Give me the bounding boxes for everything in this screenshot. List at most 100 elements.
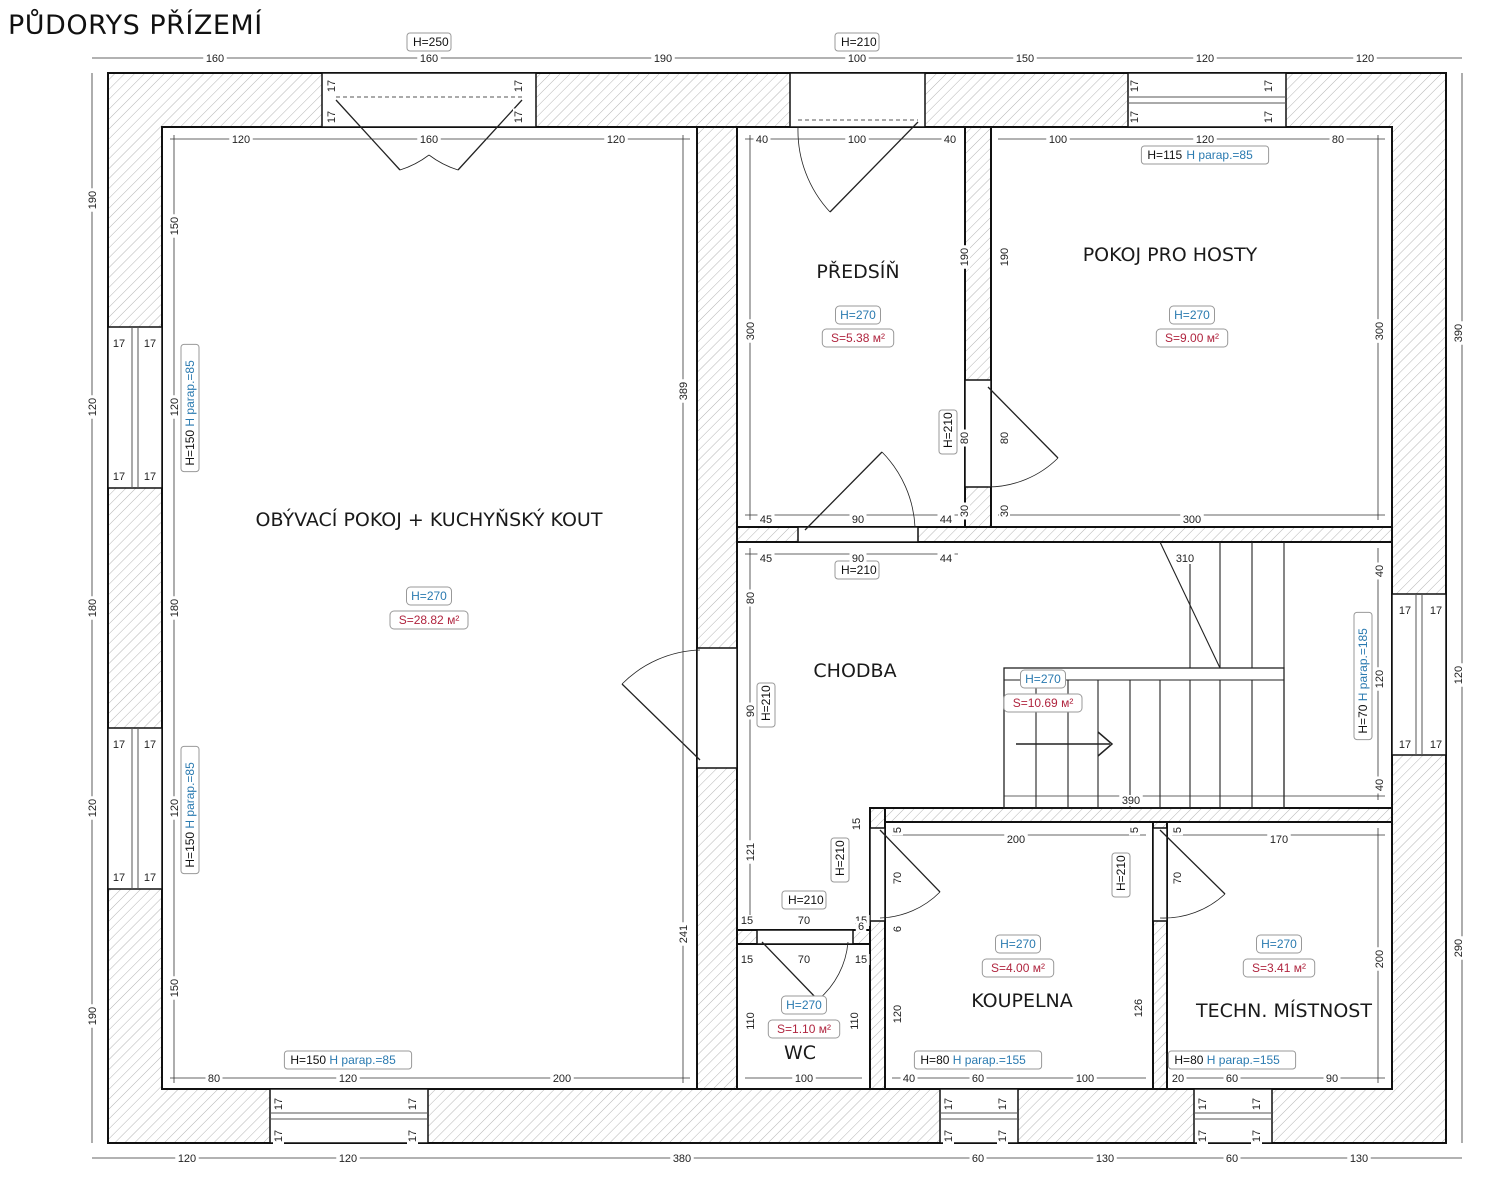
opening-living-top (321, 72, 537, 128)
dimension-value: 80 (1332, 134, 1344, 146)
opening-height: H=210 (833, 840, 847, 876)
dimension-value: 100 (1049, 134, 1067, 146)
room-area-tag: S=1.10 м² (767, 1019, 841, 1039)
dimension-lines (91, 57, 1463, 1159)
opening-height: H=150 (183, 832, 197, 868)
dimension-value: 120 (178, 1153, 196, 1165)
dimension-value: 389 (678, 382, 690, 400)
dimension-value: 20 (1172, 1073, 1184, 1085)
room-area-tag: S=3.41 м² (1242, 958, 1316, 978)
opening-tag: H=70H parap.=185 (1353, 611, 1373, 741)
dimension-value: 17 (144, 471, 156, 483)
dimension-value: 5 (1172, 827, 1184, 833)
dimension-value: 90 (745, 705, 757, 717)
dimension-value: 180 (87, 599, 99, 617)
dimension-value: 40 (1374, 779, 1386, 791)
opening-tag: H=210 (834, 32, 880, 52)
dimension-value: 15 (851, 818, 863, 830)
opening-height: H=210 (941, 412, 955, 448)
dimension-value: 150 (169, 979, 181, 997)
dimension-value: 17 (113, 338, 125, 350)
opening-height: H=70 (1356, 704, 1370, 733)
opening-parapet: H parap.=85 (183, 762, 197, 829)
opening-living-west-1 (107, 326, 163, 489)
dimension-value: 17 (273, 1098, 285, 1110)
dimension-value: 17 (1263, 111, 1275, 123)
room-area-tag-text: S=9.00 м² (1165, 331, 1219, 345)
opening-predsin-door (797, 526, 919, 543)
dimension-value: 17 (1129, 80, 1141, 92)
dimension-value: 200 (1374, 950, 1386, 968)
dimension-value: 60 (972, 1153, 984, 1165)
opening-parapet: H parap.=85 (329, 1053, 396, 1067)
opening-height: H=80 (1174, 1053, 1203, 1067)
opening-height: H=250 (413, 35, 449, 49)
dimension-value: 17 (273, 1130, 285, 1142)
dimension-value: 17 (144, 739, 156, 751)
opening-hall-east (1391, 593, 1447, 756)
dimension-value: 180 (169, 599, 181, 617)
dimension-value: 30 (959, 505, 971, 517)
dimension-value: 120 (607, 134, 625, 146)
dimension-value: 40 (1374, 565, 1386, 577)
dimension-value: 40 (903, 1073, 915, 1085)
dimension-value: 17 (1399, 605, 1411, 617)
opening-tag: H=80 H parap.=155 (1167, 1050, 1297, 1070)
dimension-value: 17 (407, 1130, 419, 1142)
room-height-tag-text: H=270 (840, 308, 876, 322)
dimension-value: 5 (1129, 827, 1141, 833)
dimension-value: 17 (1197, 1130, 1209, 1142)
opening-tech-door (1152, 827, 1168, 922)
room-height-tag-text: H=270 (1000, 937, 1036, 951)
room-height-tag-text: H=270 (1261, 937, 1297, 951)
dimension-value: 17 (144, 338, 156, 350)
dimension-value: 380 (673, 1153, 691, 1165)
room-name-predsin: PŘEDSÍŇ (816, 260, 899, 283)
dimension-value: 17 (113, 872, 125, 884)
dimension-value: 90 (852, 514, 864, 526)
dimension-value: 17 (113, 471, 125, 483)
dimension-value: 90 (852, 553, 864, 565)
dimension-value: 17 (513, 80, 525, 92)
outer-wall (107, 72, 1447, 1144)
dimension-value: 80 (745, 592, 757, 604)
room-name-living: OBÝVACÍ POKOJ + KUCHYŇSKÝ KOUT (256, 508, 603, 531)
dimension-value: 241 (678, 925, 690, 943)
dimension-value: 5 (892, 827, 904, 833)
opening-living-door (696, 647, 738, 769)
dimension-value: 190 (999, 248, 1011, 266)
dimension-value: 120 (169, 799, 181, 817)
dimension-value: 120 (1356, 53, 1374, 65)
dimension-value: 17 (144, 872, 156, 884)
dimension-value: 40 (756, 134, 768, 146)
dimension-value: 17 (113, 739, 125, 751)
dimension-value: 17 (1430, 605, 1442, 617)
opening-parapet: H parap.=85 (183, 360, 197, 427)
dimension-value: 60 (1226, 1073, 1238, 1085)
opening-tag: H=250 (406, 32, 452, 52)
room-area-tag-text: S=4.00 м² (991, 961, 1045, 975)
dimension-value: 6 (892, 926, 904, 932)
opening-living-south (269, 1088, 429, 1144)
dimension-value: 17 (997, 1098, 1009, 1110)
dimension-value: 120 (1196, 53, 1214, 65)
dimension-value: 120 (1196, 134, 1214, 146)
dimension-value: 17 (326, 111, 338, 123)
opening-tag: H=210 (781, 890, 827, 910)
dimension-value: 390 (1453, 324, 1465, 342)
room-name-guest: POKOJ PRO HOSTY (1083, 244, 1258, 266)
opening-parapet: H parap.=155 (1207, 1053, 1280, 1067)
room-name-chodba: CHODBA (813, 660, 896, 682)
dimension-value: 300 (1183, 514, 1201, 526)
dimension-value: 30 (999, 505, 1011, 517)
dimension-value: 17 (1399, 739, 1411, 751)
dimension-value: 70 (1172, 872, 1184, 884)
dimension-value: 90 (1326, 1073, 1338, 1085)
dimension-value: 70 (798, 954, 810, 966)
dimension-value: 44 (940, 514, 952, 526)
